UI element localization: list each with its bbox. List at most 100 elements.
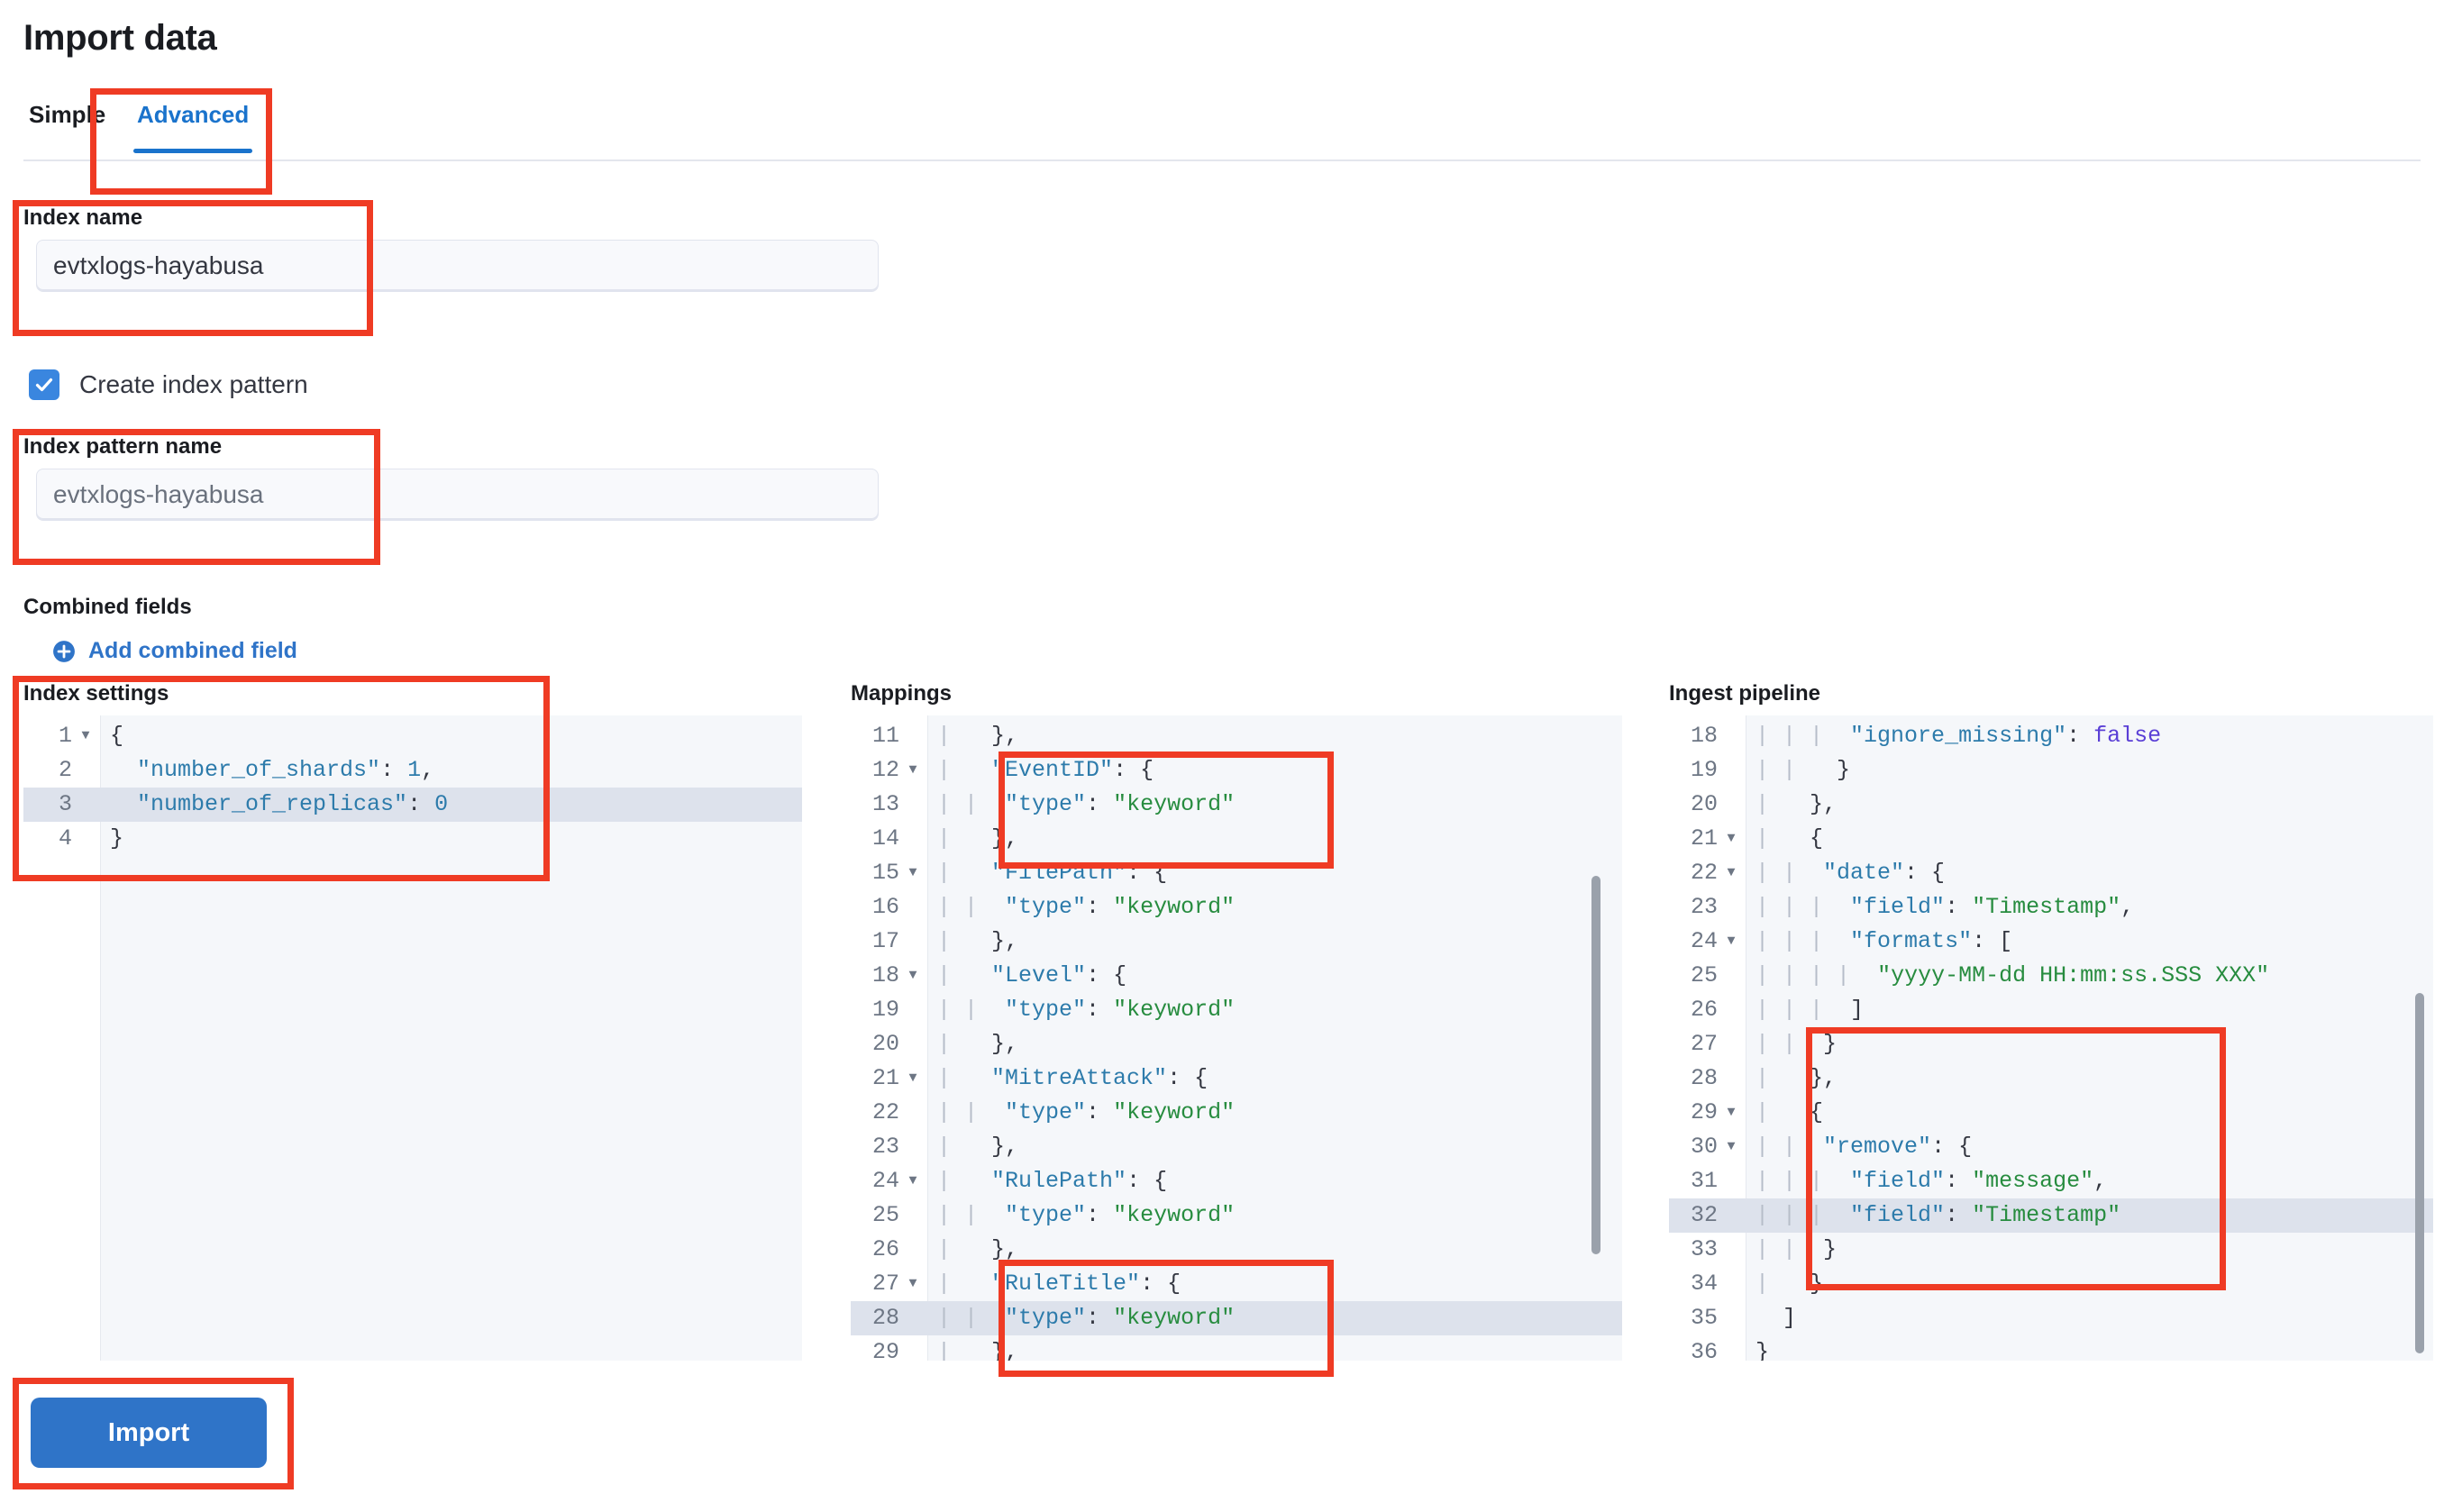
mappings-editor[interactable]: 11▼12▼13▼14▼15▼16▼17▼18▼19▼20▼21▼22▼23▼2…: [851, 715, 1622, 1361]
code-token: },: [1783, 791, 1838, 817]
ingest-pipeline-scrollbar[interactable]: [2415, 993, 2424, 1353]
line-number: 33▼: [1690, 1236, 1718, 1262]
code-line[interactable]: | | | "field": "Timestamp": [1746, 1198, 2433, 1233]
code-line[interactable]: | | "type": "keyword": [928, 993, 1622, 1027]
line-number: 3▼: [23, 788, 101, 822]
code-line[interactable]: | | "remove": {: [1746, 1130, 2433, 1164]
code-line[interactable]: {: [101, 719, 802, 753]
code-line[interactable]: | | | "field": "message",: [1746, 1164, 2433, 1198]
import-button[interactable]: Import: [31, 1398, 267, 1468]
code-token: |: [1755, 928, 1783, 954]
code-line[interactable]: | },: [928, 1233, 1622, 1267]
code-line[interactable]: | "RuleTitle": {: [928, 1267, 1622, 1301]
line-number: 15▼: [851, 856, 928, 890]
line-number: 4▼: [58, 825, 72, 852]
fold-arrow-icon[interactable]: ▼: [1727, 831, 1736, 846]
code-line[interactable]: | },: [928, 822, 1622, 856]
code-line[interactable]: "number_of_shards": 1,: [101, 753, 802, 788]
code-token: "field": [1850, 894, 1946, 920]
index-settings-editor[interactable]: 1▼2▼3▼4▼ { "number_of_shards": 1, "numbe…: [23, 715, 802, 1361]
code-line[interactable]: | | | "ignore_missing": false: [1746, 719, 2433, 753]
fold-arrow-icon[interactable]: ▼: [908, 968, 917, 983]
code-token: {: [1783, 1099, 1824, 1125]
code-line[interactable]: | },: [1746, 788, 2433, 822]
code-token: }: [1810, 757, 1851, 783]
code-line[interactable]: | | }: [1746, 1027, 2433, 1061]
code-token: [964, 1061, 991, 1096]
line-number: 25▼: [1690, 962, 1718, 988]
code-token: : {: [1113, 757, 1154, 783]
line-number: 32▼: [1669, 1198, 1746, 1233]
fold-arrow-icon[interactable]: ▼: [1727, 865, 1736, 880]
code-line[interactable]: }: [1746, 1335, 2433, 1361]
code-line[interactable]: ]: [1746, 1301, 2433, 1335]
tab-divider: [23, 159, 2421, 161]
code-line[interactable]: | | | "formats": [: [1746, 925, 2433, 959]
code-token: |: [937, 825, 965, 852]
code-line[interactable]: | | "type": "keyword": [928, 788, 1622, 822]
code-token: :: [1086, 1202, 1114, 1228]
tab-simple[interactable]: Simple: [23, 97, 111, 153]
code-line[interactable]: | },: [928, 1027, 1622, 1061]
fold-arrow-icon[interactable]: ▼: [1727, 1139, 1736, 1154]
tab-advanced[interactable]: Advanced: [132, 97, 254, 153]
code-line[interactable]: "number_of_replicas": 0: [101, 788, 802, 822]
code-line[interactable]: | "FilePath": {: [928, 856, 1622, 890]
code-line[interactable]: | },: [928, 1335, 1622, 1361]
code-line[interactable]: | | }: [1746, 1233, 2433, 1267]
index-name-input[interactable]: evtxlogs-hayabusa: [36, 240, 879, 292]
mappings-scrollbar[interactable]: [1591, 876, 1600, 1254]
code-token: : {: [1904, 860, 1946, 886]
line-number: 30▼: [1669, 1130, 1746, 1164]
code-token: |: [1755, 723, 1783, 749]
fold-arrow-icon[interactable]: ▼: [908, 1276, 917, 1291]
code-token: |: [1783, 1031, 1824, 1057]
code-token: |: [1755, 757, 1783, 783]
code-token: |: [937, 894, 965, 920]
fold-arrow-icon[interactable]: ▼: [908, 865, 917, 880]
code-line[interactable]: | },: [928, 925, 1622, 959]
code-line[interactable]: | | "type": "keyword": [928, 1301, 1622, 1335]
code-token: "formats": [1850, 928, 1973, 954]
code-line[interactable]: | | | "field": "Timestamp",: [1746, 890, 2433, 925]
line-number: 19▼: [1690, 757, 1718, 783]
code-line[interactable]: | {: [1746, 1096, 2433, 1130]
code-token: : {: [1126, 1168, 1168, 1194]
code-line[interactable]: | | "type": "keyword": [928, 1096, 1622, 1130]
code-line[interactable]: | | | ]: [1746, 993, 2433, 1027]
code-line[interactable]: | },: [928, 1130, 1622, 1164]
fold-arrow-icon[interactable]: ▼: [81, 728, 90, 743]
fold-arrow-icon[interactable]: ▼: [1727, 934, 1736, 949]
code-line[interactable]: | "Level": {: [928, 959, 1622, 993]
checkbox-checked-icon[interactable]: [29, 369, 59, 400]
create-index-pattern-row[interactable]: Create index pattern: [29, 369, 308, 400]
mappings-title: Mappings: [851, 681, 952, 706]
code-line[interactable]: | "MitreAttack": {: [928, 1061, 1622, 1096]
code-line[interactable]: | },: [1746, 1061, 2433, 1096]
code-line[interactable]: | "EventID": {: [928, 753, 1622, 788]
code-line[interactable]: }: [101, 822, 802, 856]
fold-arrow-icon[interactable]: ▼: [908, 1070, 917, 1086]
code-line[interactable]: | {: [1746, 822, 2433, 856]
code-line[interactable]: | },: [928, 719, 1622, 753]
code-line[interactable]: | | }: [1746, 753, 2433, 788]
code-token: |: [964, 894, 1006, 920]
code-line[interactable]: | | | | "yyyy-MM-dd HH:mm:ss.SSS XXX": [1746, 959, 2433, 993]
fold-arrow-icon[interactable]: ▼: [908, 1173, 917, 1189]
code-line[interactable]: | "RulePath": {: [928, 1164, 1622, 1198]
line-number: 36▼: [1690, 1339, 1718, 1361]
ingest-pipeline-editor[interactable]: 18▼19▼20▼21▼22▼23▼24▼25▼26▼27▼28▼29▼30▼3…: [1669, 715, 2433, 1361]
fold-arrow-icon[interactable]: ▼: [1727, 1105, 1736, 1120]
line-number: 26▼: [1690, 997, 1718, 1023]
code-line[interactable]: | | "type": "keyword": [928, 1198, 1622, 1233]
index-pattern-name-input[interactable]: evtxlogs-hayabusa: [36, 469, 879, 521]
code-token: |: [964, 791, 1006, 817]
add-combined-field-button[interactable]: Add combined field: [52, 638, 297, 664]
fold-arrow-icon[interactable]: ▼: [908, 762, 917, 778]
code-line[interactable]: | | "type": "keyword": [928, 890, 1622, 925]
code-line[interactable]: | }: [1746, 1267, 2433, 1301]
code-line[interactable]: | | "date": {: [1746, 856, 2433, 890]
code-token: [964, 856, 991, 890]
code-token: |: [1755, 1202, 1783, 1228]
